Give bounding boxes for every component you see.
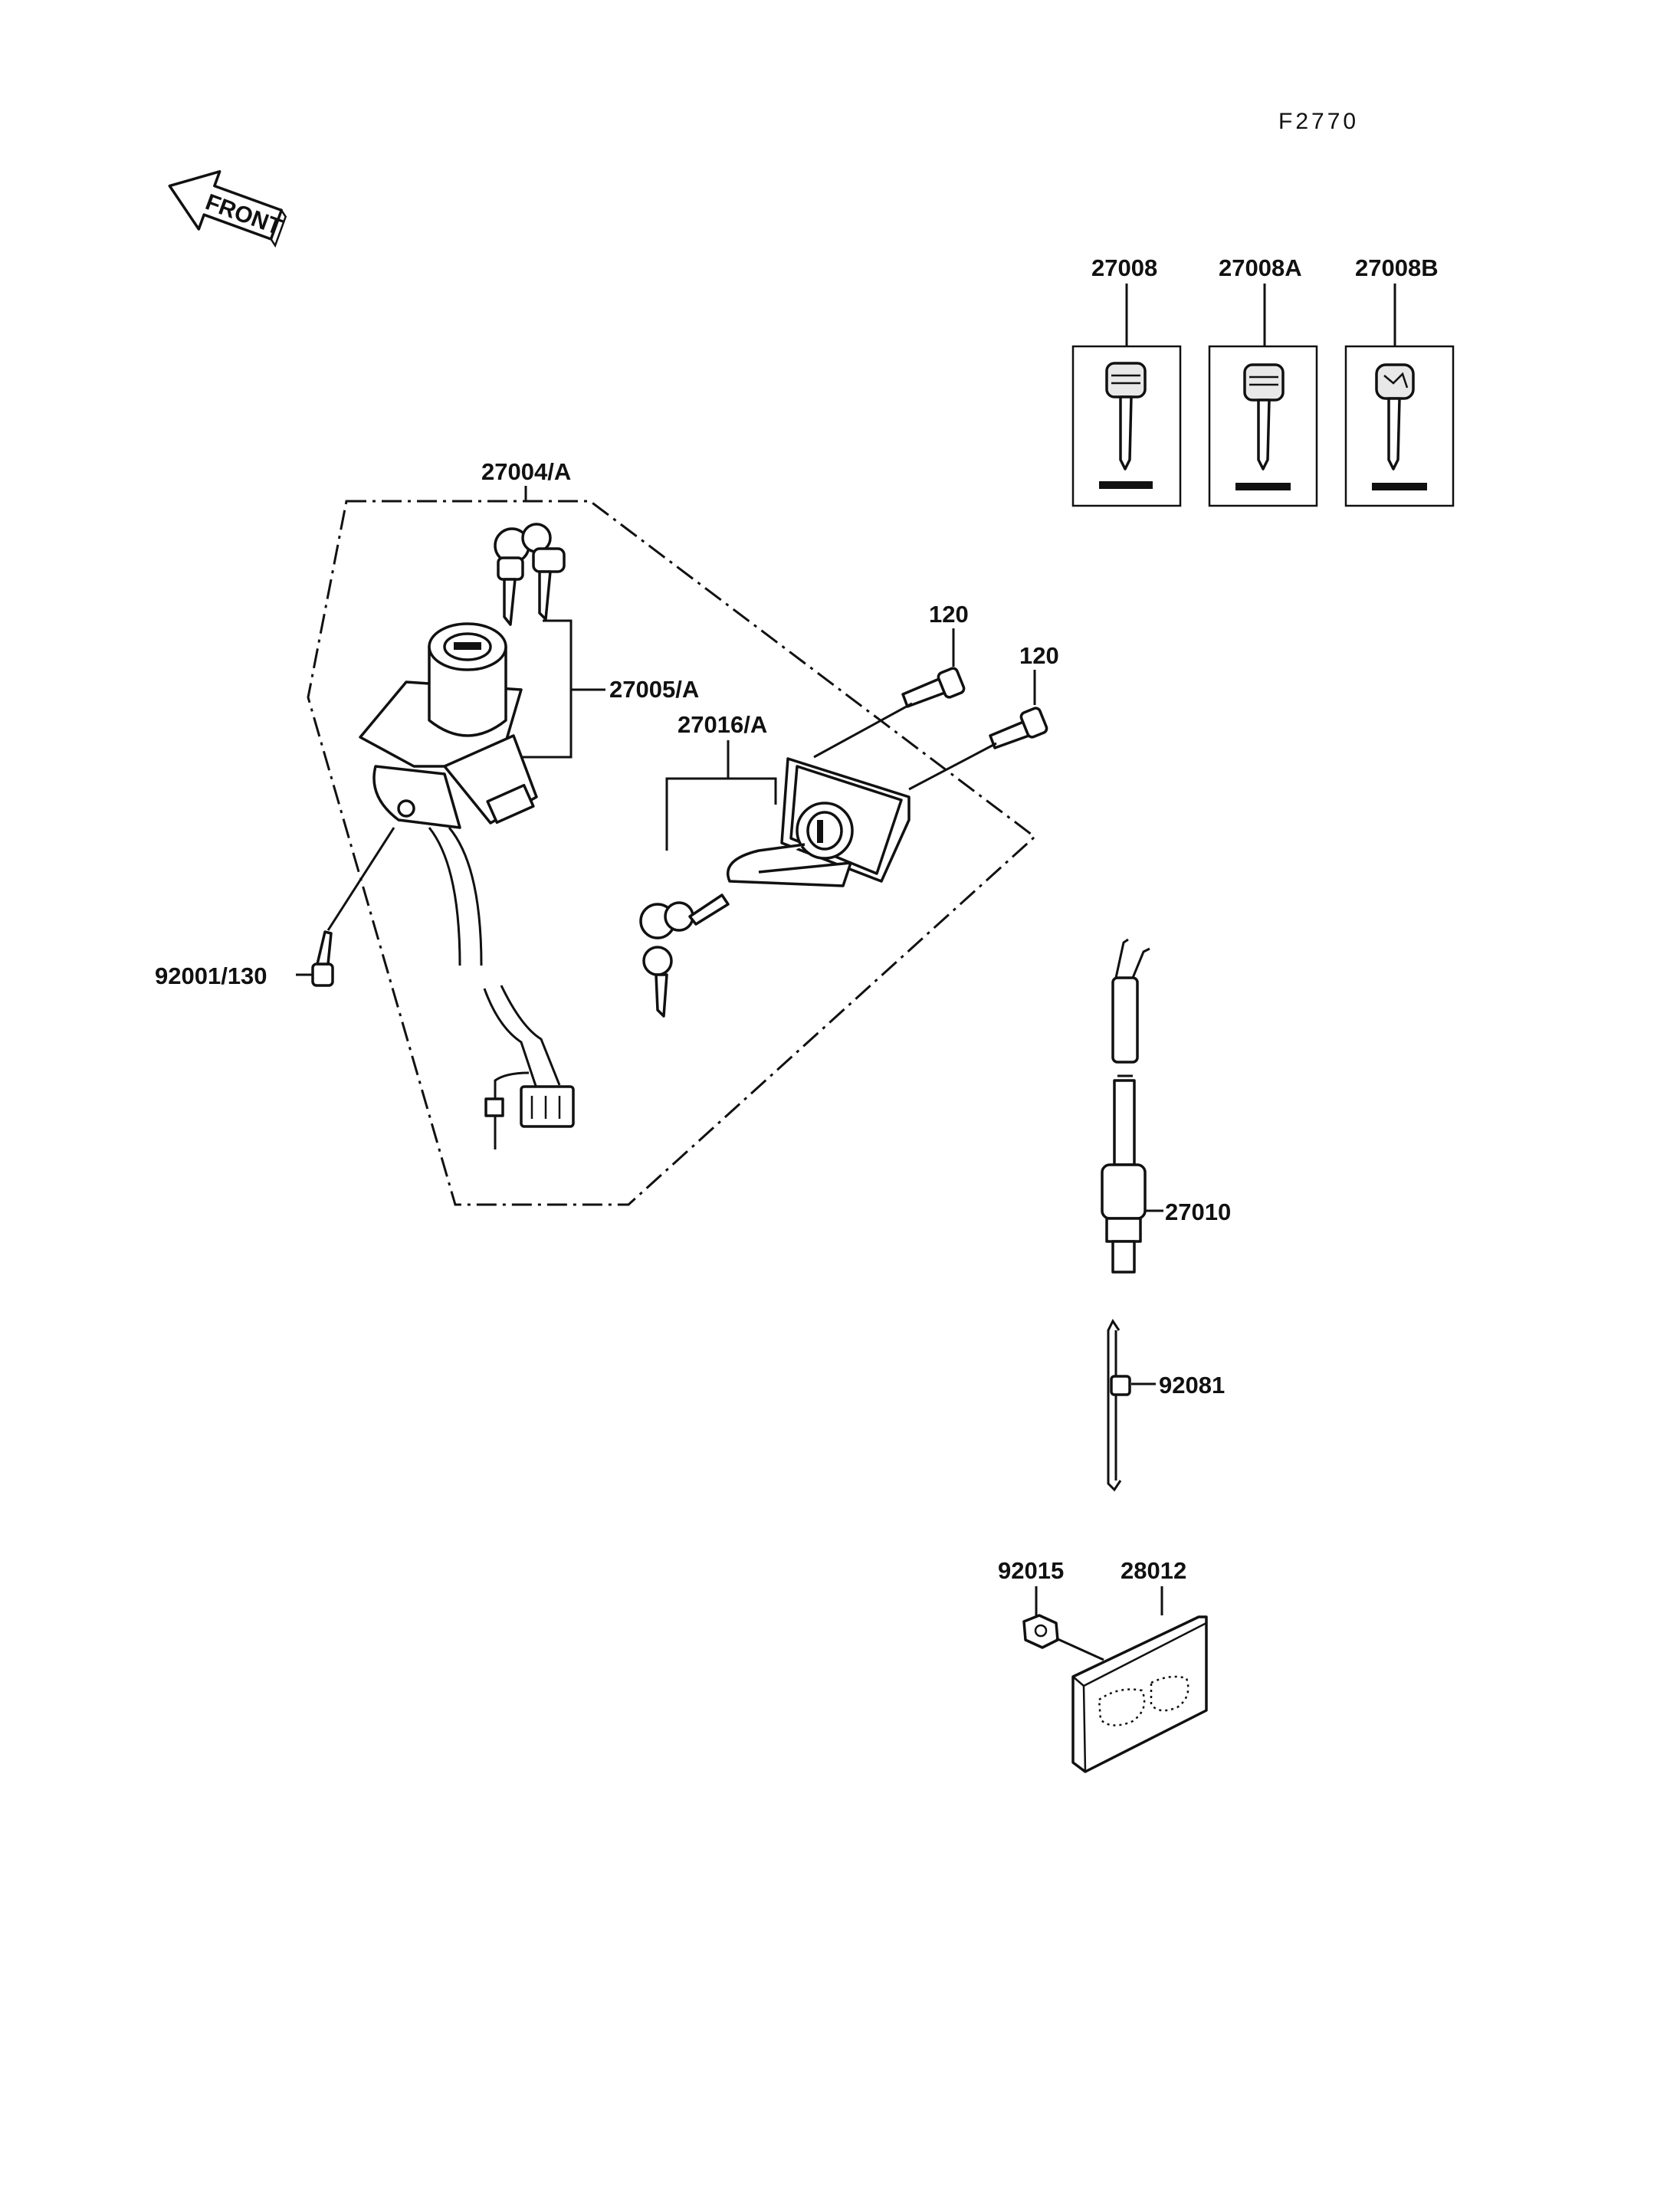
label-27008: 27008 (1091, 254, 1157, 281)
ignition-keys-icon (494, 523, 566, 626)
label-27008B: 27008B (1355, 254, 1439, 281)
nut-icon (1022, 1614, 1059, 1649)
label-27008A: 27008A (1219, 254, 1302, 281)
key-icon (1235, 363, 1291, 490)
label-92015: 92015 (998, 1557, 1064, 1584)
sensor-switch-icon (1101, 938, 1150, 1274)
label-27010: 27010 (1165, 1199, 1231, 1225)
ignition-lock-set-outline (307, 500, 1037, 1206)
seat-lock-keys-icon (639, 894, 730, 1018)
key-blank-27008B: 27008B (1344, 254, 1455, 507)
spring-clip-icon (1107, 1319, 1131, 1492)
reflector-icon (1071, 1615, 1208, 1773)
front-arrow-icon: FRONT (168, 170, 287, 248)
key-blank-27008A: 27008A (1208, 254, 1318, 507)
ignition-switch-icon (359, 622, 575, 1149)
screw-icon (311, 930, 334, 987)
label-27016A: 27016/A (678, 711, 767, 738)
label-27004A: 27004/A (481, 458, 571, 485)
label-92081: 92081 (1159, 1372, 1225, 1399)
key-blank-27008: 27008 (1071, 254, 1182, 507)
seat-lock-icon (726, 757, 911, 887)
label-120-lower: 120 (1019, 642, 1059, 669)
bolt-lower-icon (989, 707, 1048, 749)
diagram-code: F2770 (1278, 109, 1359, 134)
label-120-upper: 120 (929, 601, 969, 628)
bolt-upper-icon (901, 667, 966, 708)
key-icon (1099, 362, 1153, 489)
label-92001-130: 92001/130 (155, 962, 267, 989)
label-28012: 28012 (1121, 1557, 1186, 1584)
label-27005A: 27005/A (609, 676, 699, 703)
key-icon (1372, 363, 1427, 490)
